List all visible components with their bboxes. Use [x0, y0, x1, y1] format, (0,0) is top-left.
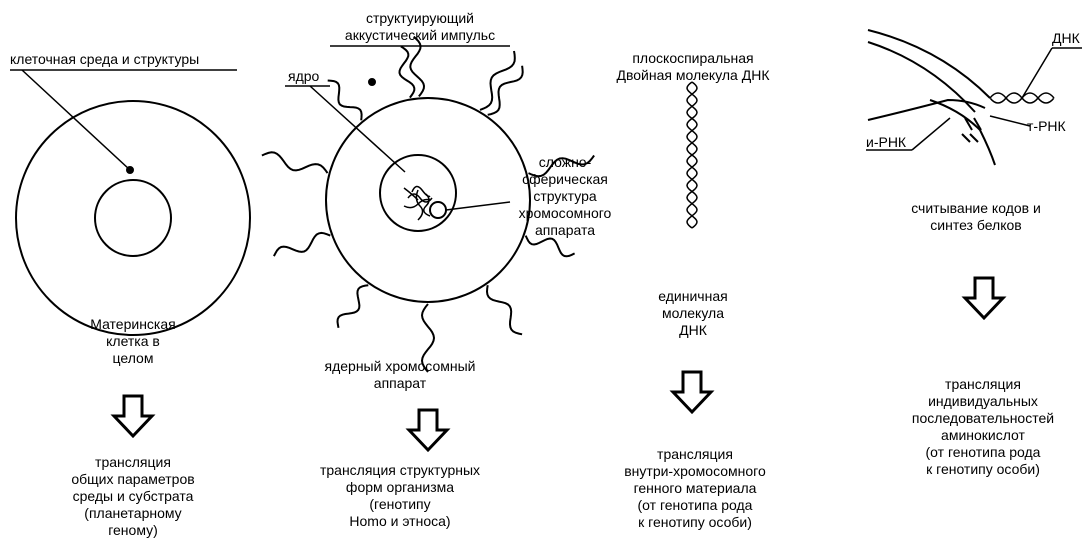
sound-wave-icon: [327, 79, 363, 121]
impulse-dot: [368, 78, 376, 86]
mrna-label: и-РНК: [866, 134, 907, 150]
nucleus-title: ядерный хромосомный аппарат: [324, 358, 476, 391]
protein-translation: трансляция индивидуальных последовательн…: [911, 376, 1055, 477]
trna-strand: [929, 99, 996, 166]
sound-wave-icon: [528, 154, 595, 178]
nucleus-outer-circle: [325, 97, 531, 303]
dna-helix-label: плоскоспиральная Двойная молекула ДНК: [616, 50, 770, 83]
arrows: [110, 276, 1007, 453]
protein-title: считывание кодов и синтез белков: [911, 200, 1041, 233]
protein-drawing: [866, 29, 1082, 166]
nucleus-label: ядро: [288, 68, 320, 84]
cell-inner-circle: [94, 179, 172, 257]
nucleus-inner-circle: [379, 154, 457, 232]
codon-marks: [961, 117, 982, 143]
cell-outer-circle: [15, 100, 251, 336]
chromosome-center-circle: [429, 201, 447, 219]
trna-label: т-РНК: [1027, 118, 1066, 134]
dna-helix-strand-2: [686, 81, 698, 229]
sound-wave-icon: [261, 151, 329, 174]
arrow-down-icon: [961, 276, 1007, 321]
dna-label: ДНК: [1052, 30, 1080, 46]
cell-callout-leader: [21, 69, 131, 171]
structure-label: сложно- сферическая структура хромосомно…: [518, 154, 612, 238]
dna-strand-1: [867, 29, 991, 99]
sound-wave-icon: [398, 45, 416, 99]
sound-wave-icon: [273, 231, 331, 257]
sound-wave-icon: [479, 50, 516, 111]
mrna-strand: [867, 98, 986, 121]
sound-wave-icon: [420, 303, 436, 373]
arrow-down-icon: [110, 394, 156, 439]
cell-title: Материнская клетка в целом: [90, 316, 176, 366]
sound-wave-icon: [524, 235, 576, 258]
arrow-down-icon: [669, 370, 715, 415]
mrna-label-leader: [911, 117, 951, 151]
dna-translation: трансляция внутри-хромосомного генного м…: [624, 446, 766, 530]
trna-label-leader: [989, 115, 1031, 127]
cell-callout-label: клеточная среда и структуры: [10, 51, 200, 67]
cell-drawing: [10, 69, 251, 336]
nucleus-translation: трансляция структурных форм организма (г…: [319, 462, 481, 529]
arrow-down-icon: [405, 408, 451, 453]
nucleus-leader: [309, 85, 406, 173]
impulse-waves: [261, 35, 595, 373]
nucleus-drawing: [261, 35, 595, 373]
dna-label-leader: [1021, 47, 1053, 99]
sound-wave-icon: [485, 285, 523, 336]
structure-leader: [445, 201, 511, 211]
cell-callout-dot: [126, 166, 134, 174]
impulse-label: структуирующий аккустический импульс: [344, 10, 496, 43]
sound-wave-icon: [336, 284, 369, 328]
chromosome-cluster: [403, 185, 433, 221]
sound-wave-icon: [487, 65, 524, 116]
dna-helix-icon: [686, 81, 698, 229]
cell-translation: трансляция общих параметров среды и субс…: [71, 454, 195, 538]
dna-title: единичная молекула ДНК: [658, 288, 728, 338]
